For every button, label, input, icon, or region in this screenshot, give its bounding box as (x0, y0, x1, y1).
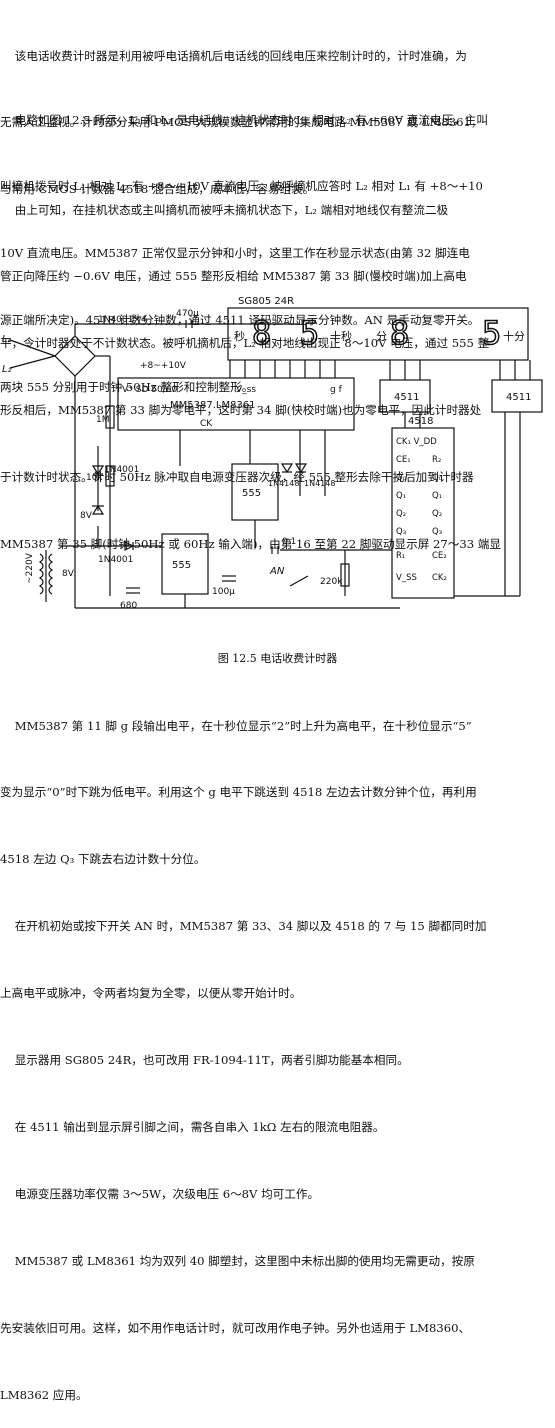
cap-470-label: 470μ (176, 309, 199, 319)
display-word-ten-seconds: 十秒 (330, 329, 352, 343)
circuit-diagram: SG805 24R 秒 十秒 分 十分 8 5 8 5 MM5387.LM836… (2, 296, 543, 611)
supply-note-label: +8~+10V (140, 361, 187, 371)
diode2-label: 1N4001 (98, 555, 133, 565)
counter-pin: Q₂ (432, 509, 442, 519)
counter-box (391, 427, 455, 599)
counter-pin: Q₀ (432, 473, 443, 483)
zener-label: 8V (80, 511, 93, 521)
counter-pin: Q₃ (432, 527, 442, 537)
text-line: 叫摘机拨号时 L₁ 相对 L₂ 有 +8～+10V 直流电压，被呼摘机应答时 L… (0, 179, 483, 194)
counter-pin: Q₁ (396, 491, 406, 501)
cap-680-label: 680 (120, 601, 137, 611)
bridge-label: 1N4001×4 (98, 315, 147, 325)
l1-label: L₁ (2, 334, 12, 345)
main-ic-pin-label: V⁺ SD 50/60 (122, 385, 177, 395)
resistor-10k (105, 465, 115, 487)
text-line: 电路如图 12.5 所示，L₁ 和 L₂ 是电话线，挂机状态时 L₁ 相对 L₂… (0, 112, 488, 127)
decoder-label-1: 4511 (394, 392, 419, 403)
secondary-voltage-label: 8V (62, 569, 75, 579)
display-panel (227, 307, 529, 361)
diode-1n4148-b (294, 463, 308, 474)
counter-pin: Q₃ (396, 527, 406, 537)
counter-pin: CE₁ (396, 455, 411, 465)
decoder-label-2: 4511 (506, 392, 531, 403)
timer-label-2: 555 (172, 560, 191, 571)
text-line: LM8362 应用。 (0, 1387, 88, 1402)
text-line: 上高电平或脉冲，令两者均复为全零，以便从零开始计时。 (0, 986, 302, 1001)
timer-label-1: 555 (242, 488, 261, 499)
digit-minutes: 8 (390, 314, 409, 352)
text-line: MM5387 或 LM8361 均为双列 40 脚塑封，这里图中未标出脚的使用均… (0, 1253, 475, 1268)
mains-voltage-label: ~220V (25, 552, 35, 584)
res-1m-label: 1M (96, 415, 110, 425)
counter-pin: R₁ (396, 551, 405, 561)
text-line: 由上可知，在挂机状态或主叫摘机而被呼未摘机状态下，L₂ 端相对地线仅有整流二极 (0, 202, 449, 217)
text-line: 4518 左边 Q₃ 下跳去右边计数十分位。 (0, 852, 206, 867)
digit-ten-minutes: 5 (482, 314, 501, 352)
main-ic-label: MM5387.LM8361 (170, 400, 256, 411)
l2-label: L₂ (2, 364, 12, 375)
diode-1n4001-b (124, 541, 135, 551)
text-line: MM5387 第 11 脚 g 段输出电平，在十秒位显示“2”时上升为高电平，在… (0, 718, 472, 733)
intro-paragraph: 该电话收费计时器是利用被呼电话摘机后电话线的回线电压来控制计时的，计时准确，为 … (0, 0, 555, 223)
diode-1n4148-a (280, 463, 294, 474)
text-line: 先安装依旧可用。这样，如不用作电话计时，就可改用作电子钟。另外也适用于 LM83… (0, 1320, 471, 1335)
explanation-paragraphs: MM5387 第 11 脚 g 段输出电平，在十秒位显示“2”时上升为高电平，在… (0, 670, 555, 1428)
display-word-seconds: 秒 (234, 329, 245, 343)
digit-seconds: 8 (252, 314, 271, 352)
res-220k-label: 220k (320, 577, 343, 587)
display-word-minutes: 分 (376, 330, 387, 343)
counter-pin: R₂ (432, 455, 441, 465)
decoder-box-2 (491, 379, 543, 413)
circuit-description-paragraph: 电路如图 12.5 所示，L₁ 和 L₂ 是电话线，挂机状态时 L₁ 相对 L₂… (0, 64, 555, 421)
bridge-rectifier (54, 335, 96, 377)
counter-pin: CE₂ (432, 551, 447, 561)
display-word-ten-minutes: 十分 (503, 329, 525, 343)
diode-1n4148-label-b: 1N4148 (304, 479, 335, 488)
text-line: 10V 直流电压。MM5387 正常仅显示分钟和小时，这里工作在秒显示状态(由第… (0, 246, 470, 261)
figure-caption: 图 12.5 电话收费计时器 (217, 652, 338, 665)
counter-pin: Q₀ (396, 473, 407, 483)
text-line: 两块 555 分别用于时钟 50Hz 整形和控制整形。 (0, 380, 254, 395)
diode-1n4148-label-a: 1N4148 (268, 479, 299, 488)
cap-01-label: 0.1 (282, 537, 296, 547)
main-ic-pin-label: V_ss (236, 385, 256, 395)
res-10k-label: 10k (86, 473, 103, 483)
text-line: 在开机初始或按下开关 AN 时，MM5387 第 33、34 脚以及 4518 … (0, 919, 487, 934)
resistor-220k (340, 563, 350, 587)
text-line: 显示器用 SG805 24R，也可改用 FR-1094-11T，两者引脚功能基本… (0, 1053, 409, 1068)
diode1-label: 1N4001 (104, 465, 139, 475)
counter-pin: Q₁ (432, 491, 442, 501)
counter-pin: Q₂ (396, 509, 406, 519)
main-ic-pin-label: CK (200, 419, 213, 429)
text-line: 无需人工监视。计时部分采用 PMOS 大规模数显钟常用的集成电路 MM5387 … (0, 115, 483, 130)
text-line: 在 4511 输出到显示屏引脚之间，需各自串入 1kΩ 左右的限流电阻器。 (0, 1119, 385, 1134)
zener-8v (91, 504, 105, 515)
main-ic-box (117, 377, 355, 431)
text-line: 管正向降压约 −0.6V 电压，通过 555 整形反相给 MM5387 第 33… (0, 269, 467, 284)
text-line: 与常用 CMOS 计数器 4518 混合组成，成本低，容易组装。 (0, 182, 315, 197)
digit-ten-seconds: 5 (300, 314, 319, 352)
resistor-1m (105, 405, 115, 429)
counter-pin: CK₂ (432, 573, 447, 583)
counter-pin: CK₁ V_DD (396, 437, 437, 447)
text-line: 该电话收费计时器是利用被呼电话摘机后电话线的回线电压来控制计时的，计时准确，为 (0, 48, 467, 63)
switch-an-label: AN (269, 566, 285, 577)
display-label: SG805 24R (238, 296, 294, 307)
diode-1n4001-a (91, 465, 105, 476)
text-line: 变为显示“0”时下跳为低电平。利用这个 g 电平下跳送到 4518 左边去计数分… (0, 785, 477, 800)
main-ic-pin-label: g f (330, 385, 343, 395)
counter-label: 4518 (408, 416, 433, 427)
counter-pin: V_SS (396, 573, 417, 583)
cap-100u-label: 100μ (212, 587, 235, 597)
text-line: 电源变压器功率仅需 3～5W，次级电压 6～8V 均可工作。 (0, 1186, 320, 1201)
